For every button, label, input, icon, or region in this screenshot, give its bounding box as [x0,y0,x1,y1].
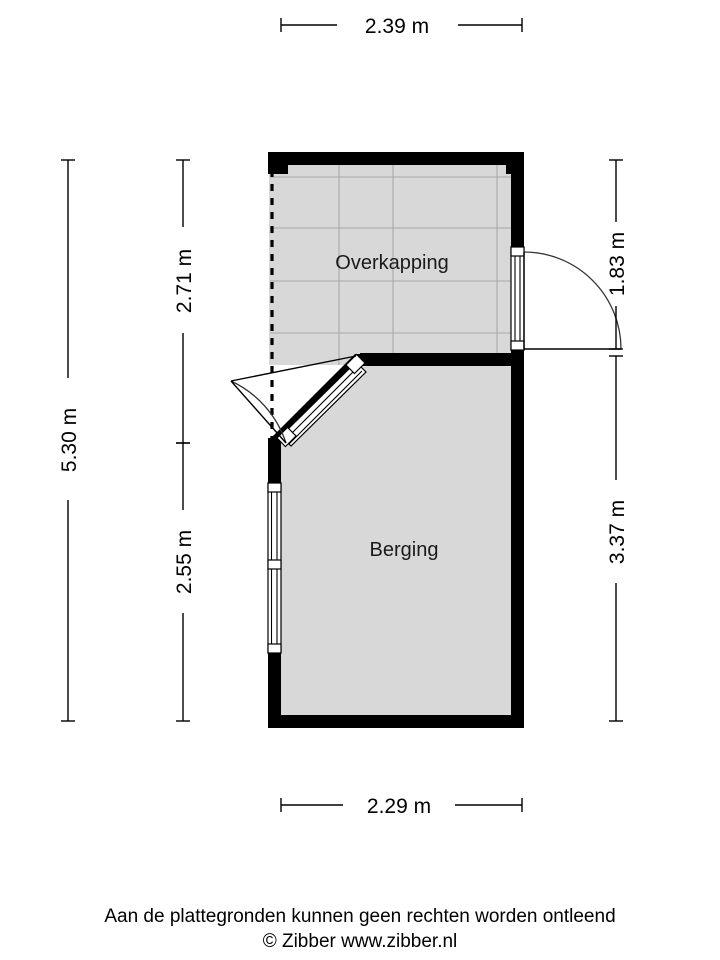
door-diagonal-frame [280,361,367,447]
room-label-berging: Berging [370,539,439,561]
dimension-left-outer-label: 5.30 m [58,408,81,472]
door-diagonal-swing-arc [230,380,287,444]
door-right-jamb-top [510,246,525,257]
window-left-mullion [267,559,282,570]
dimension-right-top-label: 1.83 m [606,232,629,296]
footer: Aan de plattegronden kunnen geen rechten… [104,906,615,952]
dimension-left-outer: 5.30 m [58,159,81,722]
wall-right-upper [511,152,524,247]
wall-left-lower [268,650,281,728]
door-diagonal[interactable] [230,353,367,448]
dimension-top: 2.39 m [280,15,523,38]
door-right[interactable] [510,246,622,351]
overkapping-tile-grid [270,160,523,365]
window-left-jamb-bottom [267,643,282,654]
dimension-top-label: 2.39 m [365,15,429,38]
wall-stub-top-left [268,152,288,174]
dimension-right-bottom: 3.37 m [606,355,629,722]
door-right-jamb-bottom [510,340,525,351]
overkapping-floor [269,157,523,365]
room-labels: Overkapping Berging [335,252,448,561]
dimension-left-inner-bottom: 2.55 m [173,442,196,722]
wall-overkapping-bottom [360,353,524,366]
wall-top [268,152,524,165]
footer-credit: © Zibber www.zibber.nl [263,931,458,952]
dimension-left-inner-bottom-label: 2.55 m [173,530,196,594]
door-right-frame [510,246,525,351]
room-label-overkapping: Overkapping [335,252,448,274]
door-diagonal-jamb-top [345,353,366,375]
dimension-right-top: 1.83 m [606,159,629,350]
dimension-right-bottom-label: 3.37 m [606,500,629,564]
wall-bottom [268,715,524,728]
wall-right-lower [511,349,524,728]
footer-disclaimer: Aan de plattegronden kunnen geen rechten… [104,906,615,927]
door-right-swing-arc [523,251,622,350]
berging-floor [272,360,523,722]
dimension-bottom-label: 2.29 m [367,795,431,818]
wall-left-upper [268,438,281,486]
dimension-left-inner-top: 2.71 m [173,159,196,444]
room-floors [269,157,523,722]
walls [268,152,524,728]
dimension-left-inner-top-label: 2.71 m [173,249,196,313]
dimension-bottom: 2.29 m [280,795,523,818]
window-left-wall [267,482,282,654]
window-left-jamb-top [267,482,282,493]
